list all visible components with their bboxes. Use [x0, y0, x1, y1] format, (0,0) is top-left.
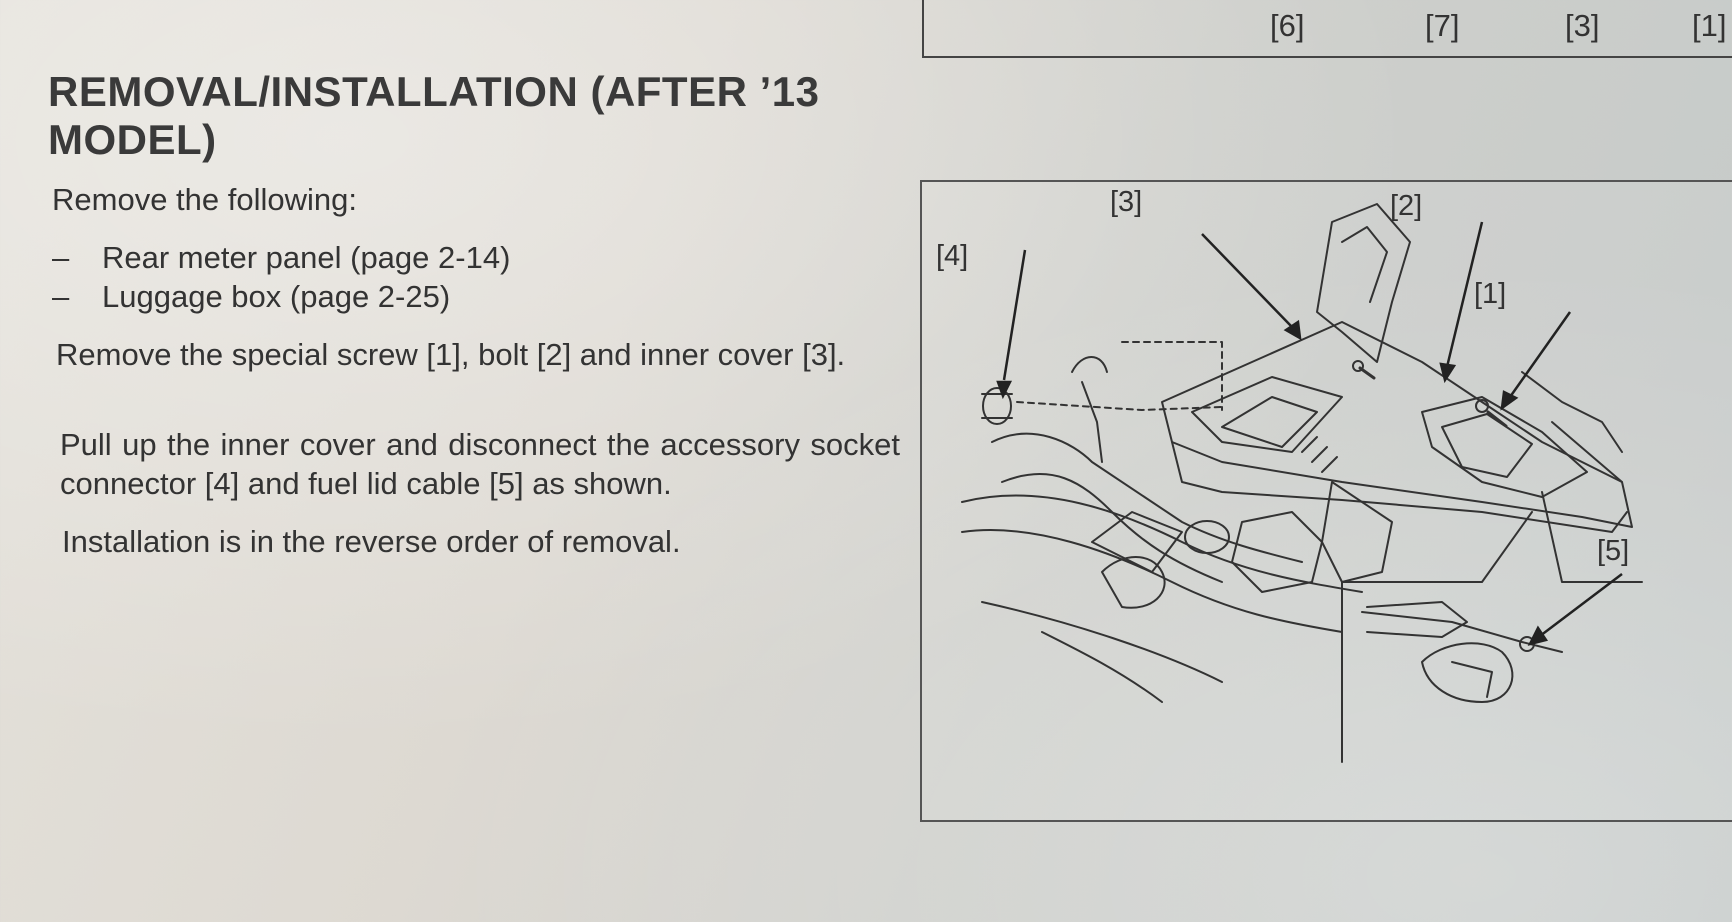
side-panel-edge [1521, 371, 1623, 453]
cable-run [1081, 381, 1103, 463]
section-title: REMOVAL/INSTALLATION (AFTER ’13 MODEL) [48, 68, 820, 163]
wiring-harness-2 [1001, 473, 1223, 583]
leader-line-2 [1445, 221, 1484, 368]
component-block [1231, 511, 1323, 593]
list-item-text: Rear meter panel (page 2-14) [102, 240, 511, 275]
inner-cover-lower-edge [1171, 441, 1628, 533]
inner-cover-recess-left [1191, 376, 1343, 453]
component-housing [1101, 556, 1166, 609]
body-contour [1041, 631, 1163, 703]
top-callout-7: [7] [1425, 8, 1460, 43]
frame-tube-lower [961, 529, 1343, 633]
wiring-harness [991, 432, 1303, 563]
leader-line-5 [1539, 573, 1623, 637]
list-item-text: Luggage box (page 2-25) [102, 279, 451, 314]
dash: – [52, 279, 70, 314]
top-callout-3: [3] [1565, 8, 1600, 43]
previous-figure-frame [922, 0, 1732, 58]
cable-housing [1366, 601, 1468, 638]
inner-cover-opening-right [1441, 413, 1533, 478]
diagram-illustration [961, 203, 1643, 763]
side-panel-line [1551, 421, 1623, 483]
inner-cover-recess-right [1421, 396, 1588, 498]
list-item: –Luggage box (page 2-25) [52, 277, 510, 316]
diagram-callout-2: [2] [1390, 190, 1423, 222]
leader-line-4 [1002, 249, 1027, 381]
top-callout-1: [1] [1692, 8, 1727, 43]
frame-rail [981, 601, 1223, 683]
instruction-disconnect: Pull up the inner cover and disconnect t… [60, 427, 900, 501]
component-linkage [1321, 481, 1393, 583]
instruction-remove: Remove the special screw [1], bolt [2] a… [56, 337, 846, 372]
diagram-callout-5: [5] [1597, 535, 1630, 567]
cable-clip [1071, 356, 1108, 373]
lid-mechanism [1421, 642, 1514, 703]
diagram-callout-4: [4] [936, 240, 969, 272]
parts-diagram: [3] [2] [4] [1] [5] [920, 180, 1732, 822]
list-item: –Rear meter panel (page 2-14) [52, 238, 510, 277]
diagram-callout-3: [3] [1110, 186, 1143, 218]
cover-dashed-line [1121, 341, 1223, 411]
special-screw [1475, 399, 1489, 413]
dash: – [52, 240, 70, 275]
connector-dashed-line [1016, 401, 1223, 411]
diagram-callout-1: [1] [1474, 278, 1507, 310]
inner-cover-bracket [1316, 203, 1411, 363]
surface-hatching [1301, 436, 1338, 473]
removal-list: –Rear meter panel (page 2-14) –Luggage b… [52, 238, 510, 316]
inner-cover-body [1161, 321, 1633, 528]
bracket-detail [1341, 226, 1388, 303]
instruction-install: Installation is in the reverse order of … [62, 524, 681, 559]
fuel-lid-cable [1361, 611, 1563, 653]
frame-bracket [1091, 511, 1183, 573]
component-round [1184, 520, 1230, 554]
accessory-socket-connector [982, 387, 1012, 425]
top-callout-6: [6] [1270, 8, 1305, 43]
frame-tube [961, 494, 1363, 593]
intro-text: Remove the following: [52, 182, 357, 217]
inset-frame [1341, 491, 1643, 763]
leader-line-1 [1508, 311, 1572, 398]
inner-cover-opening [1221, 396, 1318, 448]
leader-line-3 [1201, 233, 1293, 328]
